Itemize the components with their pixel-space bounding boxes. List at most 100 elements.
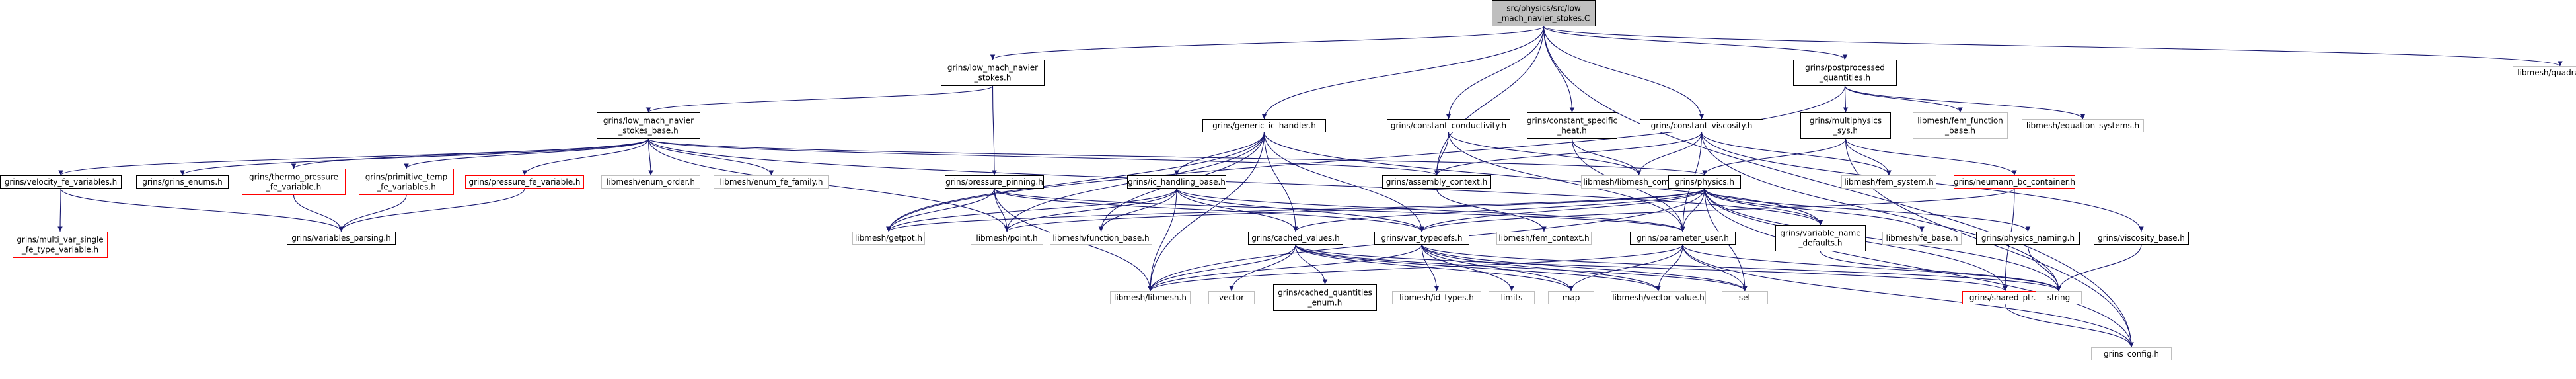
graph-node-root[interactable]: src/physics/src/low_mach_navier_stokes.C xyxy=(1492,0,1596,26)
graph-node-fem_system: libmesh/fem_system.h xyxy=(1841,175,1936,189)
graph-node-label: src/physics/src/low xyxy=(1506,4,1581,13)
graph-node-assembly_ctx[interactable]: grins/assembly_context.h xyxy=(1382,175,1491,189)
graph-node-press_fe[interactable]: grins/pressure_fe_variable.h xyxy=(465,175,584,189)
dependency-edge-param_user-to-set xyxy=(1682,244,1748,292)
graph-node-label: _enum.h xyxy=(1307,298,1343,308)
dependency-edge-var_typedefs-to-id_types xyxy=(1421,244,1440,292)
graph-node-label: libmesh/fe_base.h xyxy=(1886,233,1958,243)
graph-node-label: grins/constant_viscosity.h xyxy=(1651,121,1753,130)
graph-node-map: map xyxy=(1548,291,1594,304)
graph-node-box xyxy=(1208,291,1255,304)
graph-node-label: _defaults.h xyxy=(1798,239,1843,248)
dependency-edge-press_fe-to-vars_parsing xyxy=(338,188,525,232)
graph-node-box xyxy=(1722,291,1768,304)
graph-node-vector_value: libmesh/vector_value.h xyxy=(1611,291,1706,304)
graph-node-label: libmesh/equation_systems.h xyxy=(2026,121,2139,130)
graph-node-box xyxy=(1630,232,1736,245)
graph-node-label: grins/generic_ic_handler.h xyxy=(1212,121,1316,130)
graph-node-label: libmesh/enum_fe_family.h xyxy=(720,177,823,187)
graph-node-label: _mach_navier_stokes.C xyxy=(1497,14,1590,23)
graph-node-thermo_p[interactable]: grins/thermo_pressure_fe_variable.h xyxy=(242,169,346,195)
graph-node-label: _sys.h xyxy=(1833,126,1858,136)
graph-node-postproc[interactable]: grins/postprocessed_quantities.h xyxy=(1793,60,1897,86)
dependency-edge-generic_ic-to-ic_handling xyxy=(1174,132,1265,176)
graph-node-point: libmesh/point.h xyxy=(971,232,1043,245)
dependency-edge-var_typedefs-to-set xyxy=(1421,244,1748,292)
dependency-edge-const_cond-to-assembly_ctx xyxy=(1434,132,1450,176)
graph-node-lmns_base_h[interactable]: grins/low_mach_navier_stokes_base.h xyxy=(597,112,700,139)
dependency-edge-var_typedefs-to-map xyxy=(1421,244,1574,292)
dependency-edge-ic_handling-to-param_user xyxy=(1176,188,1685,232)
dependency-edge-param_user-to-map xyxy=(1568,244,1683,292)
dependency-edge-const_visc-to-assembly_ctx xyxy=(1434,132,1703,176)
dependency-edge-cached_values-to-libmesh_h xyxy=(1148,244,1296,292)
graph-node-cached_values[interactable]: grins/cached_values.h xyxy=(1248,232,1343,245)
dependency-edge-physics_h-to-grins_config xyxy=(1704,188,2134,348)
dependency-edge-root-to-lmns_h xyxy=(990,26,1545,60)
graph-node-vel_fe[interactable]: grins/velocity_fe_variables.h xyxy=(0,175,122,189)
graph-node-label: grins/grins_enums.h xyxy=(142,177,222,187)
dependency-edge-var_name_def-to-string xyxy=(1820,251,2061,292)
graph-node-box xyxy=(1640,119,1763,132)
dependency-edge-root-to-const_visc xyxy=(1543,26,1705,120)
dependency-edge-cached_values-to-shared_ptr xyxy=(1295,244,2008,292)
graph-node-label: _stokes.h xyxy=(974,73,1012,83)
graph-node-box xyxy=(1489,291,1535,304)
graph-node-box xyxy=(1127,175,1226,189)
dependency-edge-param_user-to-vector_value xyxy=(1656,244,1683,292)
graph-node-box xyxy=(2091,347,2172,360)
graph-node-limits: limits xyxy=(1489,291,1535,304)
dependency-edge-const_cond-to-param_user xyxy=(1448,132,1685,232)
graph-node-grins_enums[interactable]: grins/grins_enums.h xyxy=(136,175,229,189)
graph-node-multiphys[interactable]: grins/multiphysics_sys.h xyxy=(1800,112,1891,139)
dependency-edge-ic_handling-to-cached_values xyxy=(1176,188,1298,232)
dependency-edge-physics_h-to-var_name_def xyxy=(1704,188,1823,226)
dependency-edge-ic_handling-to-function_base xyxy=(1098,188,1177,232)
graph-node-lmns_h[interactable]: grins/low_mach_navier_stokes.h xyxy=(941,60,1045,86)
graph-node-id_types: libmesh/id_types.h xyxy=(1392,291,1481,304)
dependency-edge-root-to-quadrature xyxy=(1543,26,2563,67)
dependency-edge-root-to-grins_config xyxy=(1543,26,2134,348)
dependency-edge-physics_h-to-cached_values xyxy=(1293,188,1705,232)
graph-node-label: libmesh/fem_system.h xyxy=(1844,177,1933,187)
graph-node-generic_ic[interactable]: grins/generic_ic_handler.h xyxy=(1202,119,1326,132)
graph-node-const_sh[interactable]: grins/constant_specific_heat.h xyxy=(1527,112,1617,139)
graph-node-label: grins/constant_conductivity.h xyxy=(1391,121,1506,130)
graph-node-vars_parsing[interactable]: grins/variables_parsing.h xyxy=(287,232,396,245)
dependency-edge-shared_ptr-to-grins_config xyxy=(2005,304,2134,348)
dependency-edge-lmns_base_h-to-physics_h xyxy=(647,138,1707,176)
dependency-edge-physics_h-to-point xyxy=(1004,188,1705,232)
graph-node-const_visc[interactable]: grins/constant_viscosity.h xyxy=(1640,119,1763,132)
graph-node-label: grins/physics_naming.h xyxy=(1981,233,2075,243)
graph-node-fem_context: libmesh/fem_context.h xyxy=(1496,232,1592,245)
graph-node-neumann[interactable]: grins/neumann_bc_container.h xyxy=(1954,175,2075,189)
graph-node-ic_handling[interactable]: grins/ic_handling_base.h xyxy=(1127,175,1226,189)
graph-node-box xyxy=(1382,175,1491,189)
dependency-edge-cached_values-to-vector_value xyxy=(1295,244,1661,292)
graph-node-var_name_def[interactable]: grins/variable_name_defaults.h xyxy=(1775,225,1866,251)
graph-node-cached_enum[interactable]: grins/cached_quantities_enum.h xyxy=(1273,284,1377,311)
graph-node-box xyxy=(1800,112,1891,139)
graph-node-label: grins/shared_ptr.h xyxy=(1969,293,2041,302)
graph-node-label: grins/low_mach_navier xyxy=(603,116,694,126)
graph-node-phys_naming[interactable]: grins/physics_naming.h xyxy=(1976,232,2080,245)
dependency-edge-ic_handling-to-point xyxy=(1004,188,1177,232)
graph-node-var_typedefs[interactable]: grins/var_typedefs.h xyxy=(1374,232,1469,245)
graph-node-press_pin[interactable]: grins/pressure_pinning.h xyxy=(945,175,1044,189)
graph-node-visc_base[interactable]: grins/viscosity_base.h xyxy=(2094,232,2189,245)
dependency-edge-lmns_base_h-to-thermo_p xyxy=(291,138,649,169)
graph-node-label: grins/neumann_bc_container.h xyxy=(1954,177,2075,187)
graph-node-physics_h[interactable]: grins/physics.h xyxy=(1668,175,1741,189)
graph-node-label: libmesh/point.h xyxy=(976,233,1037,243)
dependency-edge-const_visc-to-fem_system xyxy=(1701,132,1892,176)
graph-node-param_user[interactable]: grins/parameter_user.h xyxy=(1630,232,1736,245)
dependency-edge-multiphys-to-fem_system xyxy=(1845,138,1892,176)
graph-node-shared_ptr[interactable]: grins/shared_ptr.h xyxy=(1962,291,2048,304)
graph-node-label: libmesh/quadrature.h xyxy=(2517,68,2576,77)
graph-node-label: map xyxy=(1563,293,1580,302)
graph-node-label: libmesh/enum_order.h xyxy=(607,177,695,187)
graph-node-const_cond[interactable]: grins/constant_conductivity.h xyxy=(1387,119,1510,132)
graph-node-prim_temp[interactable]: grins/primitive_temp_fe_variables.h xyxy=(359,169,454,195)
graph-node-multi_var[interactable]: grins/multi_var_single_fe_type_variable.… xyxy=(13,232,108,258)
graph-node-label: grins/velocity_fe_variables.h xyxy=(5,177,117,187)
